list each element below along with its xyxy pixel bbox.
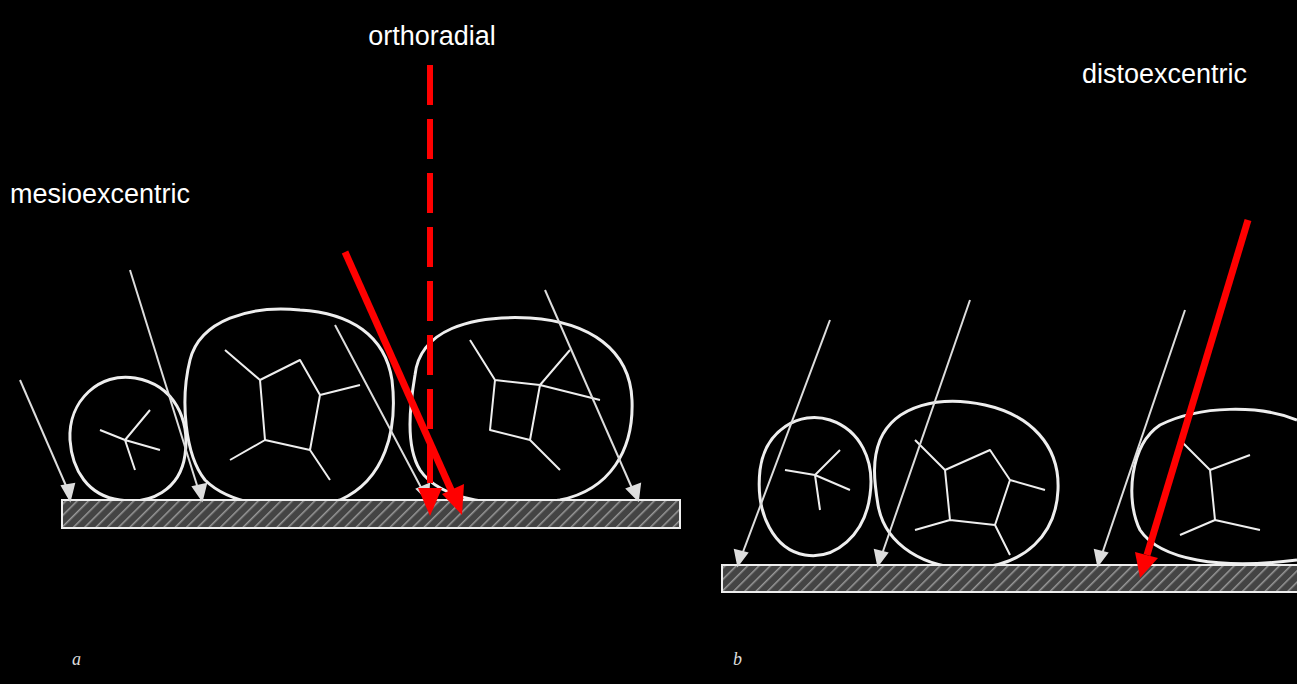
panel-letter: a bbox=[72, 650, 81, 670]
panel-letter: b bbox=[733, 650, 742, 670]
film-strips bbox=[62, 500, 1297, 592]
beam-label: distoexcentric bbox=[1082, 60, 1247, 90]
beam-arrows bbox=[20, 270, 1185, 565]
teeth bbox=[70, 309, 1297, 568]
beam-label: orthoradial bbox=[368, 22, 496, 52]
beam-label: mesioexcentric bbox=[10, 180, 190, 210]
red-beam-arrows bbox=[345, 65, 1248, 578]
